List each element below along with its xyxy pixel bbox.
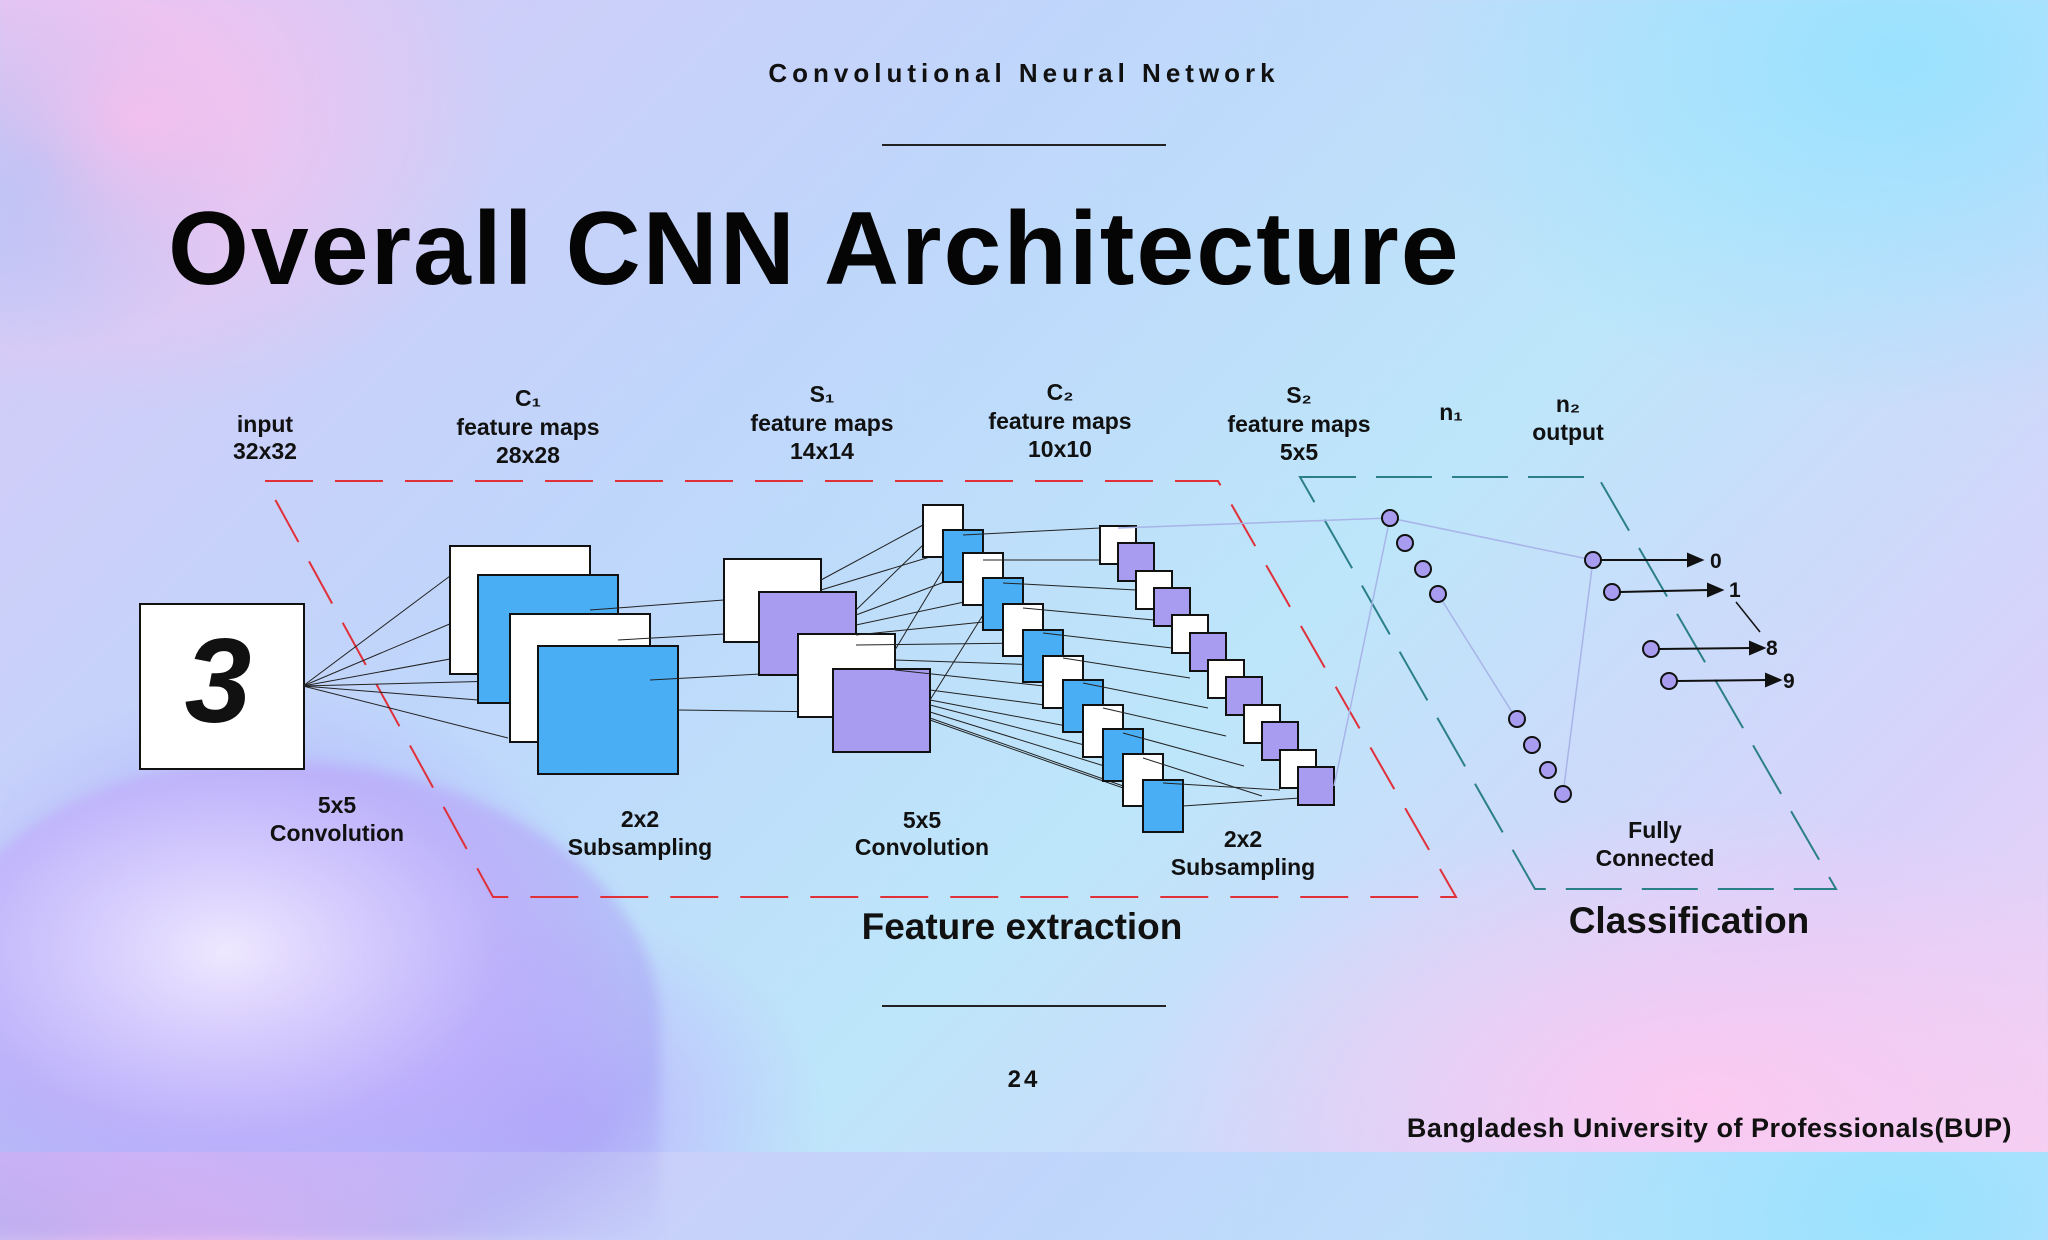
n2-label-name: n₂ (1556, 391, 1580, 417)
input-label-line1: input (237, 411, 294, 437)
conv1-label-line2: Convolution (270, 820, 404, 846)
n1-node (1414, 560, 1432, 578)
output-label-0: 0 (1710, 550, 1722, 573)
output-label-8: 8 (1766, 637, 1778, 660)
n1-node (1429, 585, 1447, 603)
s2-label-name: S₂ (1286, 382, 1312, 408)
cnn-architecture-diagram: 3 (139, 379, 1838, 947)
c2-feature-maps (922, 504, 1184, 833)
n2-node (1660, 672, 1678, 690)
s1-map-4 (832, 668, 931, 753)
c1-label-name: C₁ (515, 385, 541, 411)
s2-feature-maps (1099, 525, 1335, 806)
input-label-line2: 32x32 (233, 438, 297, 464)
n1-node (1381, 509, 1399, 527)
fc-label-line1: Fully (1628, 817, 1682, 843)
classification-region (1298, 476, 1838, 890)
n2-node (1642, 640, 1660, 658)
conv2-label-line2: Convolution (855, 834, 989, 860)
sub1-label-line1: 2x2 (621, 806, 659, 832)
page-number: 24 (1007, 1066, 1041, 1093)
n1-node (1508, 710, 1526, 728)
c1-label-line2: 28x28 (496, 442, 560, 468)
n2-node (1603, 583, 1621, 601)
s1-label-name: S₁ (810, 381, 835, 407)
n2-label-line1: output (1532, 419, 1604, 445)
n1-node (1554, 785, 1572, 803)
bottom-divider (882, 1005, 1166, 1007)
fc-connections (1117, 517, 1594, 795)
classification-label: Classification (1569, 900, 1810, 941)
n2-output-nodes (1584, 551, 1783, 690)
n1-label: n₁ (1439, 399, 1463, 425)
c2-label-name: C₂ (1047, 379, 1074, 405)
input-digit: 3 (185, 614, 252, 748)
c2-label-line1: feature maps (988, 408, 1131, 434)
sub2-label-line2: Subsampling (1171, 854, 1315, 880)
feature-extraction-label: Feature extraction (862, 906, 1183, 947)
conv2-label-line1: 5x5 (903, 807, 942, 833)
output-label-1: 1 (1729, 579, 1741, 602)
c1-label-line1: feature maps (456, 414, 599, 440)
c2-map-12 (1142, 779, 1184, 833)
slide-subtitle: Convolutional Neural Network (768, 58, 1280, 88)
sub2-connections (962, 527, 1301, 807)
n1-nodes (1381, 509, 1572, 803)
n2-node (1584, 551, 1602, 569)
fc-label-line2: Connected (1596, 845, 1715, 871)
n1-node (1539, 761, 1557, 779)
conv1-label-line1: 5x5 (318, 792, 357, 818)
n1-node (1523, 736, 1541, 754)
c2-label-line2: 10x10 (1028, 436, 1092, 462)
feature-extraction-region (263, 480, 1458, 898)
s2-map-12 (1297, 766, 1335, 806)
n1-node (1396, 534, 1414, 552)
c1-map-4 (537, 645, 679, 775)
s2-label-line2: 5x5 (1280, 439, 1319, 465)
sub1-label-line2: Subsampling (568, 834, 712, 860)
s2-label-line1: feature maps (1227, 411, 1370, 437)
footer-institution: Bangladesh University of Professionals(B… (1406, 1113, 2012, 1143)
output-label-9: 9 (1783, 670, 1795, 693)
s1-label-line2: 14x14 (790, 438, 854, 464)
conv2-connections (820, 524, 1164, 801)
s1-label-line1: feature maps (750, 410, 893, 436)
top-divider (882, 144, 1166, 146)
sub2-label-line1: 2x2 (1224, 826, 1262, 852)
slide-title: Overall CNN Architecture (168, 191, 1461, 307)
